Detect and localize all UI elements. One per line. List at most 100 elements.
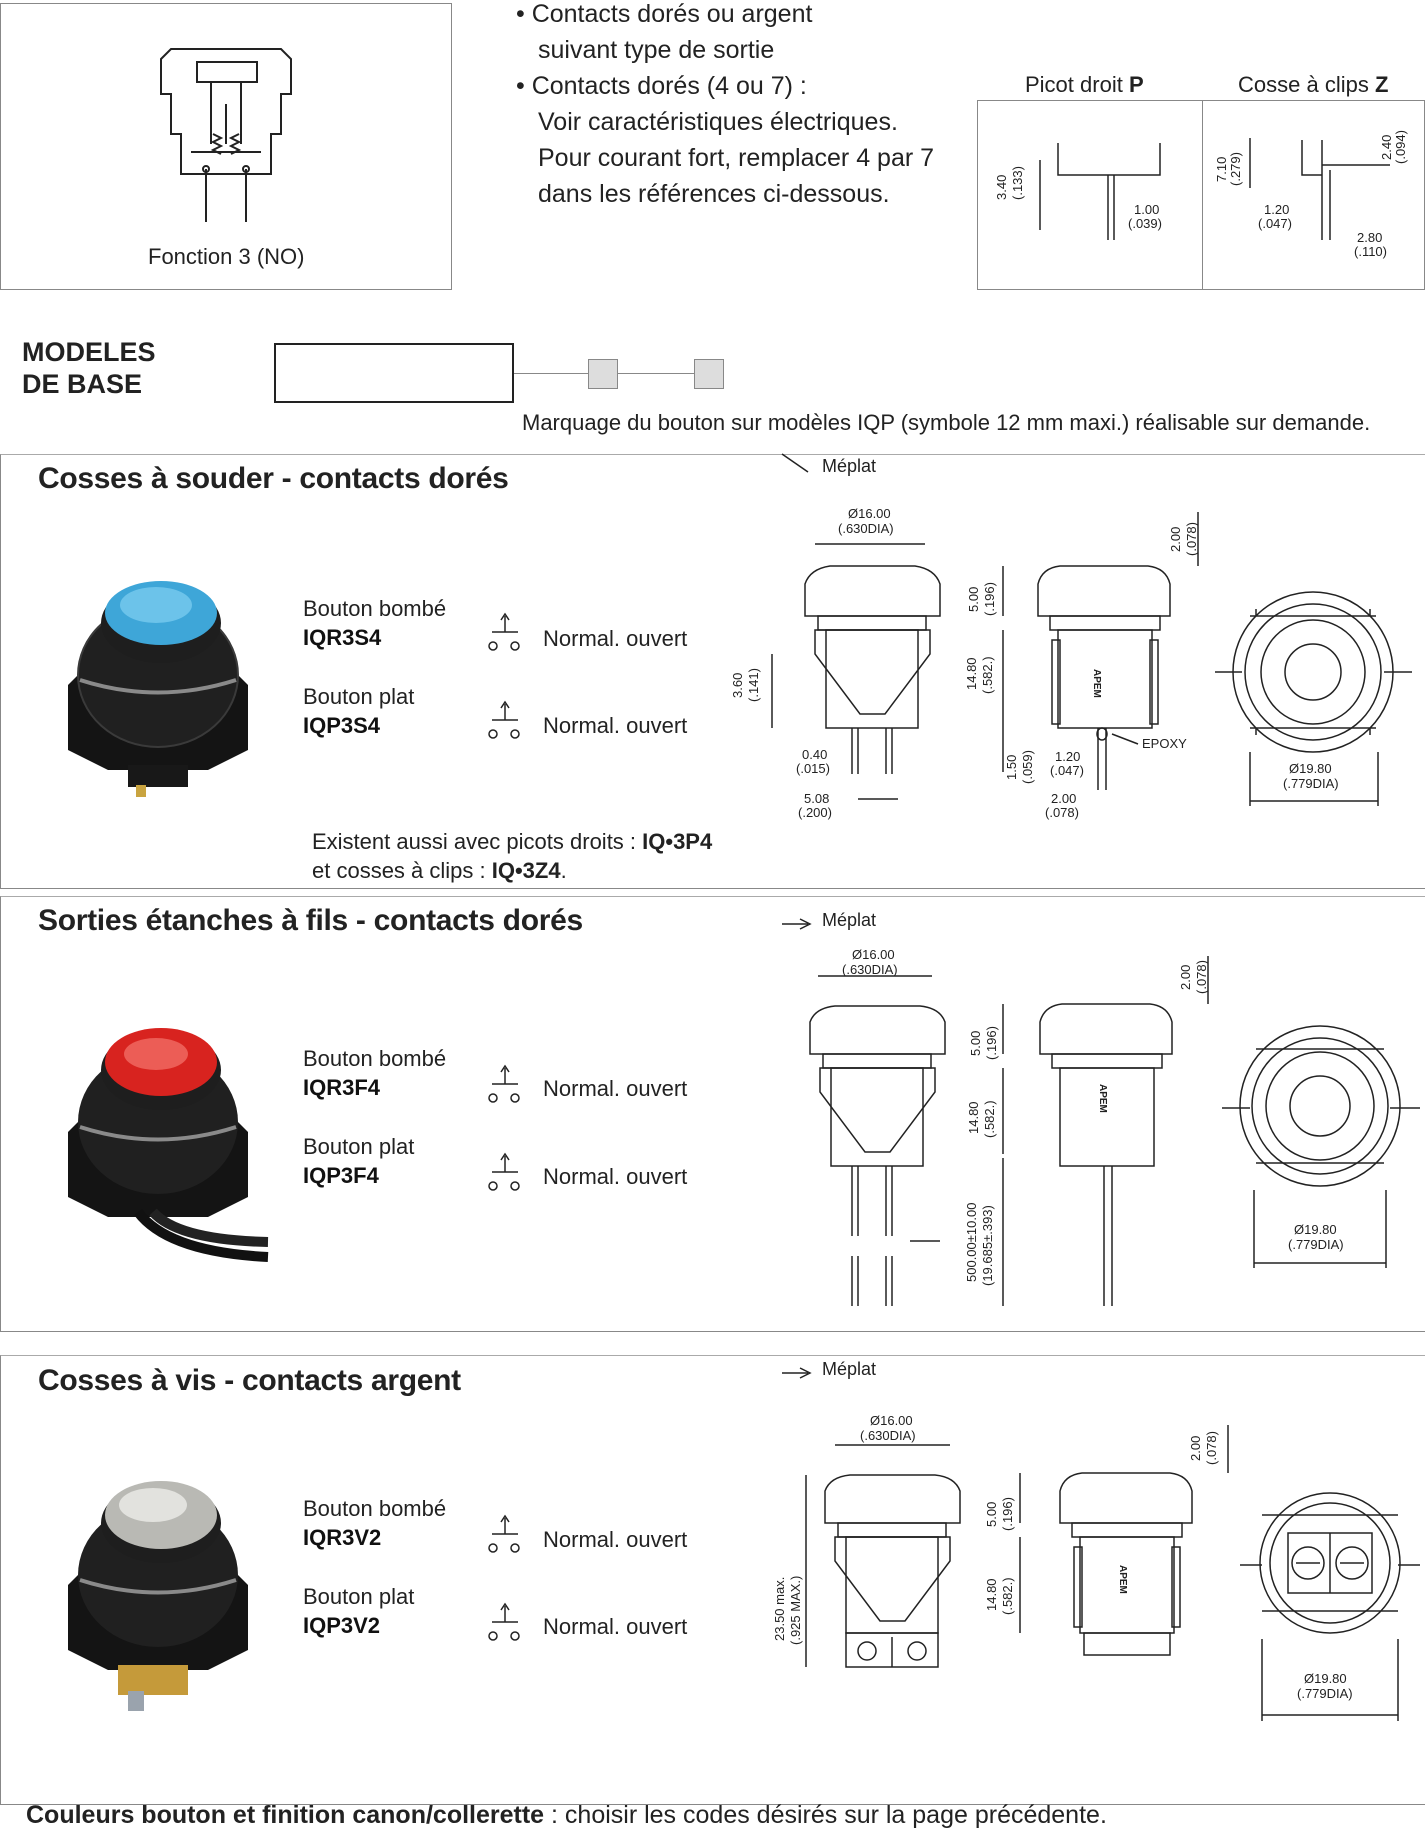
dim-label: 5.00 <box>984 1502 999 1527</box>
domed-reference: IQR3V2 <box>303 1525 382 1550</box>
flat-reference: IQP3F4 <box>303 1163 379 1188</box>
bullet-line: • Contacts dorés ou argent <box>516 0 813 28</box>
dim-label: (.196) <box>982 582 997 616</box>
domed-label: Bouton bombé <box>303 1496 447 1521</box>
flat-label: Bouton plat <box>303 684 415 709</box>
reference-code-box <box>274 343 514 403</box>
normally-open-label: Normal. ouvert <box>543 1527 688 1552</box>
domed-reference: IQR3F4 <box>303 1075 381 1100</box>
technical-drawing-solder: Méplat Ø16.00 (.630DIA) 3.60 (.141) 0.40… <box>730 453 1412 820</box>
domed-label: Bouton bombé <box>303 1046 447 1071</box>
no-contact-symbol <box>488 700 520 739</box>
dim-label: (.059) <box>1020 750 1035 784</box>
dim-label: EPOXY <box>1142 736 1187 751</box>
section-title: Cosses à vis - contacts argent <box>38 1364 461 1397</box>
dim-label: (.779DIA) <box>1283 776 1339 791</box>
dim-label: (.015) <box>796 761 830 776</box>
section-solder <box>0 454 1425 889</box>
product-photo-silver <box>68 1481 248 1711</box>
dim-label: (.582.) <box>1000 1577 1015 1615</box>
dim-label: Ø16.00 <box>848 506 891 521</box>
z-dim: 1.20 <box>1264 202 1289 217</box>
dim-label: 14.80 <box>966 1101 981 1134</box>
dim-label: (.582.) <box>980 656 995 694</box>
footer-note: Couleurs bouton et finition canon/coller… <box>26 1801 1107 1829</box>
section-title: Cosses à souder - contacts dorés <box>38 462 509 495</box>
z-dim: (.094) <box>1393 130 1408 164</box>
dim-label: 2.00 <box>1178 965 1193 990</box>
dim-label: (.196) <box>984 1026 999 1060</box>
terminal-p-title: Picot droit P <box>1025 72 1144 97</box>
normally-open-label: Normal. ouvert <box>543 626 688 651</box>
normally-open-label: Normal. ouvert <box>543 713 688 738</box>
dim-label: (.630DIA) <box>842 962 898 977</box>
no-contact-symbol <box>488 1602 520 1641</box>
dim-label: APEM <box>1091 669 1102 698</box>
z-dim: (.110) <box>1354 244 1387 259</box>
dim-label: (.925 MAX.) <box>788 1576 803 1645</box>
dim-label: 14.80 <box>964 657 979 690</box>
dim-label: (.078) <box>1184 522 1199 556</box>
dim-label: Méplat <box>822 910 876 930</box>
domed-label: Bouton bombé <box>303 596 447 621</box>
z-dim: 2.40 <box>1379 135 1394 160</box>
dim-label: (.078) <box>1045 805 1079 820</box>
technical-drawing-screw: Méplat Ø16.00 (.630DIA) 23.50 max. (.925… <box>772 1359 1420 1721</box>
code-slot-1 <box>588 359 618 389</box>
no-contact-symbol <box>488 612 520 651</box>
dim-label: (.630DIA) <box>838 521 894 536</box>
p-dim: 3.40 <box>994 175 1009 200</box>
section-wire <box>0 896 1425 1332</box>
flat-label: Bouton plat <box>303 1134 415 1159</box>
p-dim: (.039) <box>1128 216 1162 231</box>
product-photo-blue <box>68 581 248 797</box>
dim-label: Ø19.80 <box>1304 1671 1347 1686</box>
flat-reference: IQP3V2 <box>303 1613 381 1638</box>
section-title: Sorties étanches à fils - contacts dorés <box>38 904 583 937</box>
normally-open-label: Normal. ouvert <box>543 1076 688 1101</box>
dim-label: 23.50 max. <box>772 1577 787 1641</box>
dim-label: (.630DIA) <box>860 1428 916 1443</box>
dim-label: 14.80 <box>984 1578 999 1611</box>
dim-label: (.196) <box>1000 1497 1015 1531</box>
dim-label: APEM <box>1097 1084 1108 1113</box>
product-photo-red <box>68 1028 269 1262</box>
dim-label: Méplat <box>822 1359 876 1379</box>
dim-label: 5.00 <box>968 1031 983 1056</box>
z-dim: (.047) <box>1258 216 1292 231</box>
normally-open-label: Normal. ouvert <box>543 1164 688 1189</box>
dim-label: 5.08 <box>804 791 829 806</box>
dim-label: (.779DIA) <box>1297 1686 1353 1701</box>
dim-label: APEM <box>1117 1565 1128 1594</box>
dim-label: 1.50 <box>1004 755 1019 780</box>
z-dim: 7.10 <box>1214 157 1229 182</box>
flat-label: Bouton plat <box>303 1584 415 1609</box>
code-connector <box>514 373 722 374</box>
dim-label: (.141) <box>746 668 761 702</box>
flat-reference: IQP3S4 <box>303 713 381 738</box>
dim-label: Ø16.00 <box>852 947 895 962</box>
z-dim: 2.80 <box>1357 230 1382 245</box>
dim-label: 500.00±10.00 <box>964 1203 979 1282</box>
no-contact-symbol <box>488 1152 520 1191</box>
bullet-line: Pour courant fort, remplacer 4 par 7 <box>538 144 935 172</box>
function-label: Fonction 3 (NO) <box>148 244 305 269</box>
dim-label: (.582.) <box>982 1100 997 1138</box>
dim-label: 5.00 <box>966 587 981 612</box>
technical-drawing-wire: Méplat Ø16.00 (.630DIA) 5.00 (.196) 14.8… <box>782 910 1420 1306</box>
bullet-line: dans les références ci-dessous. <box>538 180 890 208</box>
dim-label: (.200) <box>798 805 832 820</box>
no-contact-symbol <box>488 1064 520 1103</box>
dim-label: 0.40 <box>802 747 827 762</box>
dim-label: 2.00 <box>1168 527 1183 552</box>
normally-open-label: Normal. ouvert <box>543 1614 688 1639</box>
dim-label: (.078) <box>1204 1431 1219 1465</box>
dim-label: (.047) <box>1050 763 1084 778</box>
dim-label: Ø19.80 <box>1294 1222 1337 1237</box>
dim-label: (.078) <box>1194 960 1209 994</box>
function-diagram-box: Fonction 3 (NO) <box>0 3 452 290</box>
switch-function-drawing <box>160 48 292 222</box>
section-screw <box>0 1355 1425 1805</box>
dim-label: 1.20 <box>1055 749 1080 764</box>
p-dim: 1.00 <box>1134 202 1159 217</box>
